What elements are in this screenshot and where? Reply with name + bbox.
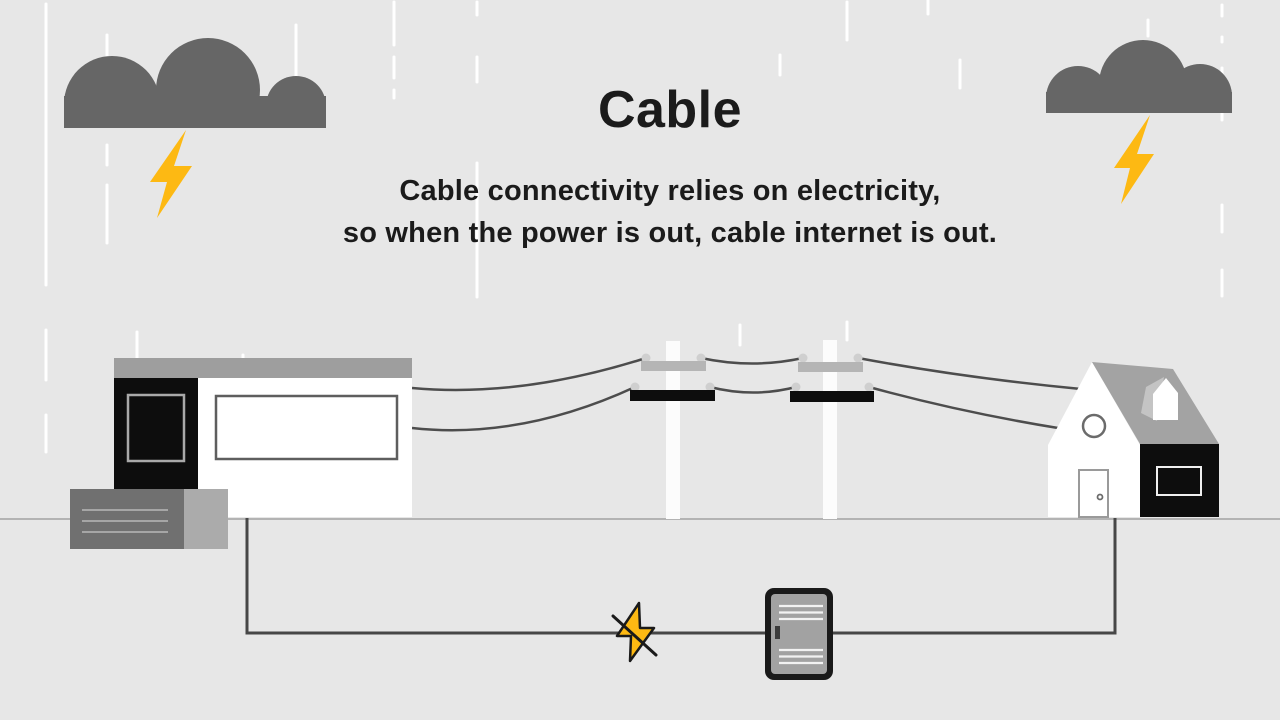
lightning-bolt-icon bbox=[150, 130, 192, 218]
subtitle-line-2: so when the power is out, cable internet… bbox=[342, 217, 998, 249]
cloud-base bbox=[64, 96, 326, 128]
building-annex bbox=[70, 489, 228, 549]
building-window bbox=[126, 393, 186, 463]
modem-device bbox=[765, 588, 833, 680]
subtitle: Cable connectivity relies on electricity… bbox=[343, 170, 997, 254]
aerial-cable bbox=[868, 385, 1059, 430]
storm-cloud-left bbox=[64, 38, 326, 218]
pole-post bbox=[823, 340, 837, 519]
insulator-cap bbox=[641, 353, 651, 363]
crossarm-upper bbox=[798, 362, 863, 372]
pole-post bbox=[666, 341, 680, 519]
insulator-cap bbox=[705, 382, 715, 392]
subtitle-line-1: Cable connectivity relies on electricity… bbox=[399, 175, 941, 207]
insulator-cap bbox=[864, 382, 874, 392]
annex-front bbox=[70, 489, 184, 549]
round-window bbox=[1081, 413, 1107, 439]
header: Cable Cable connectivity relies on elect… bbox=[343, 84, 997, 254]
crossarm-upper bbox=[641, 361, 706, 371]
insulator-cap bbox=[791, 382, 801, 392]
dormer-window-icon bbox=[1153, 378, 1178, 420]
insulator-cap bbox=[798, 353, 808, 363]
building-sign bbox=[214, 394, 399, 461]
rain-lines bbox=[44, 0, 1224, 454]
side-window bbox=[1156, 466, 1202, 496]
door-knob bbox=[1096, 493, 1104, 501]
aerial-cable bbox=[411, 356, 647, 392]
utility-pole-2 bbox=[790, 340, 874, 519]
underground-cable bbox=[245, 518, 1117, 635]
aerial-cable bbox=[700, 356, 804, 365]
power-outage-icon bbox=[611, 601, 658, 663]
outage-slash bbox=[611, 614, 658, 657]
cloud-icon bbox=[64, 38, 326, 128]
insulator-cap bbox=[630, 382, 640, 392]
aerial-cable bbox=[857, 356, 1082, 391]
aerial-cable bbox=[411, 385, 636, 432]
cloud-base bbox=[1046, 92, 1232, 113]
insulator-cap bbox=[853, 353, 863, 363]
house bbox=[1048, 362, 1219, 518]
page-title: Cable bbox=[597, 81, 743, 139]
modem-status-dash bbox=[775, 626, 780, 639]
insulator-cap bbox=[696, 353, 706, 363]
utility-pole-1 bbox=[630, 341, 715, 519]
modem-body bbox=[771, 594, 827, 674]
annex-side bbox=[184, 489, 228, 549]
aerial-cable bbox=[709, 385, 797, 394]
storm-cloud-right bbox=[1046, 40, 1232, 204]
lightning-bolt-icon bbox=[1114, 115, 1154, 204]
aerial-cables bbox=[411, 356, 1082, 432]
slashed-bolt-icon bbox=[615, 601, 656, 663]
building-roof-band bbox=[114, 358, 412, 378]
front-door bbox=[1078, 469, 1109, 518]
crossarm-lower bbox=[790, 391, 874, 402]
house-side-wall bbox=[1140, 444, 1219, 517]
house-front-gable bbox=[1048, 362, 1140, 517]
crossarm-lower bbox=[630, 390, 715, 401]
cloud-icon bbox=[1046, 40, 1232, 113]
